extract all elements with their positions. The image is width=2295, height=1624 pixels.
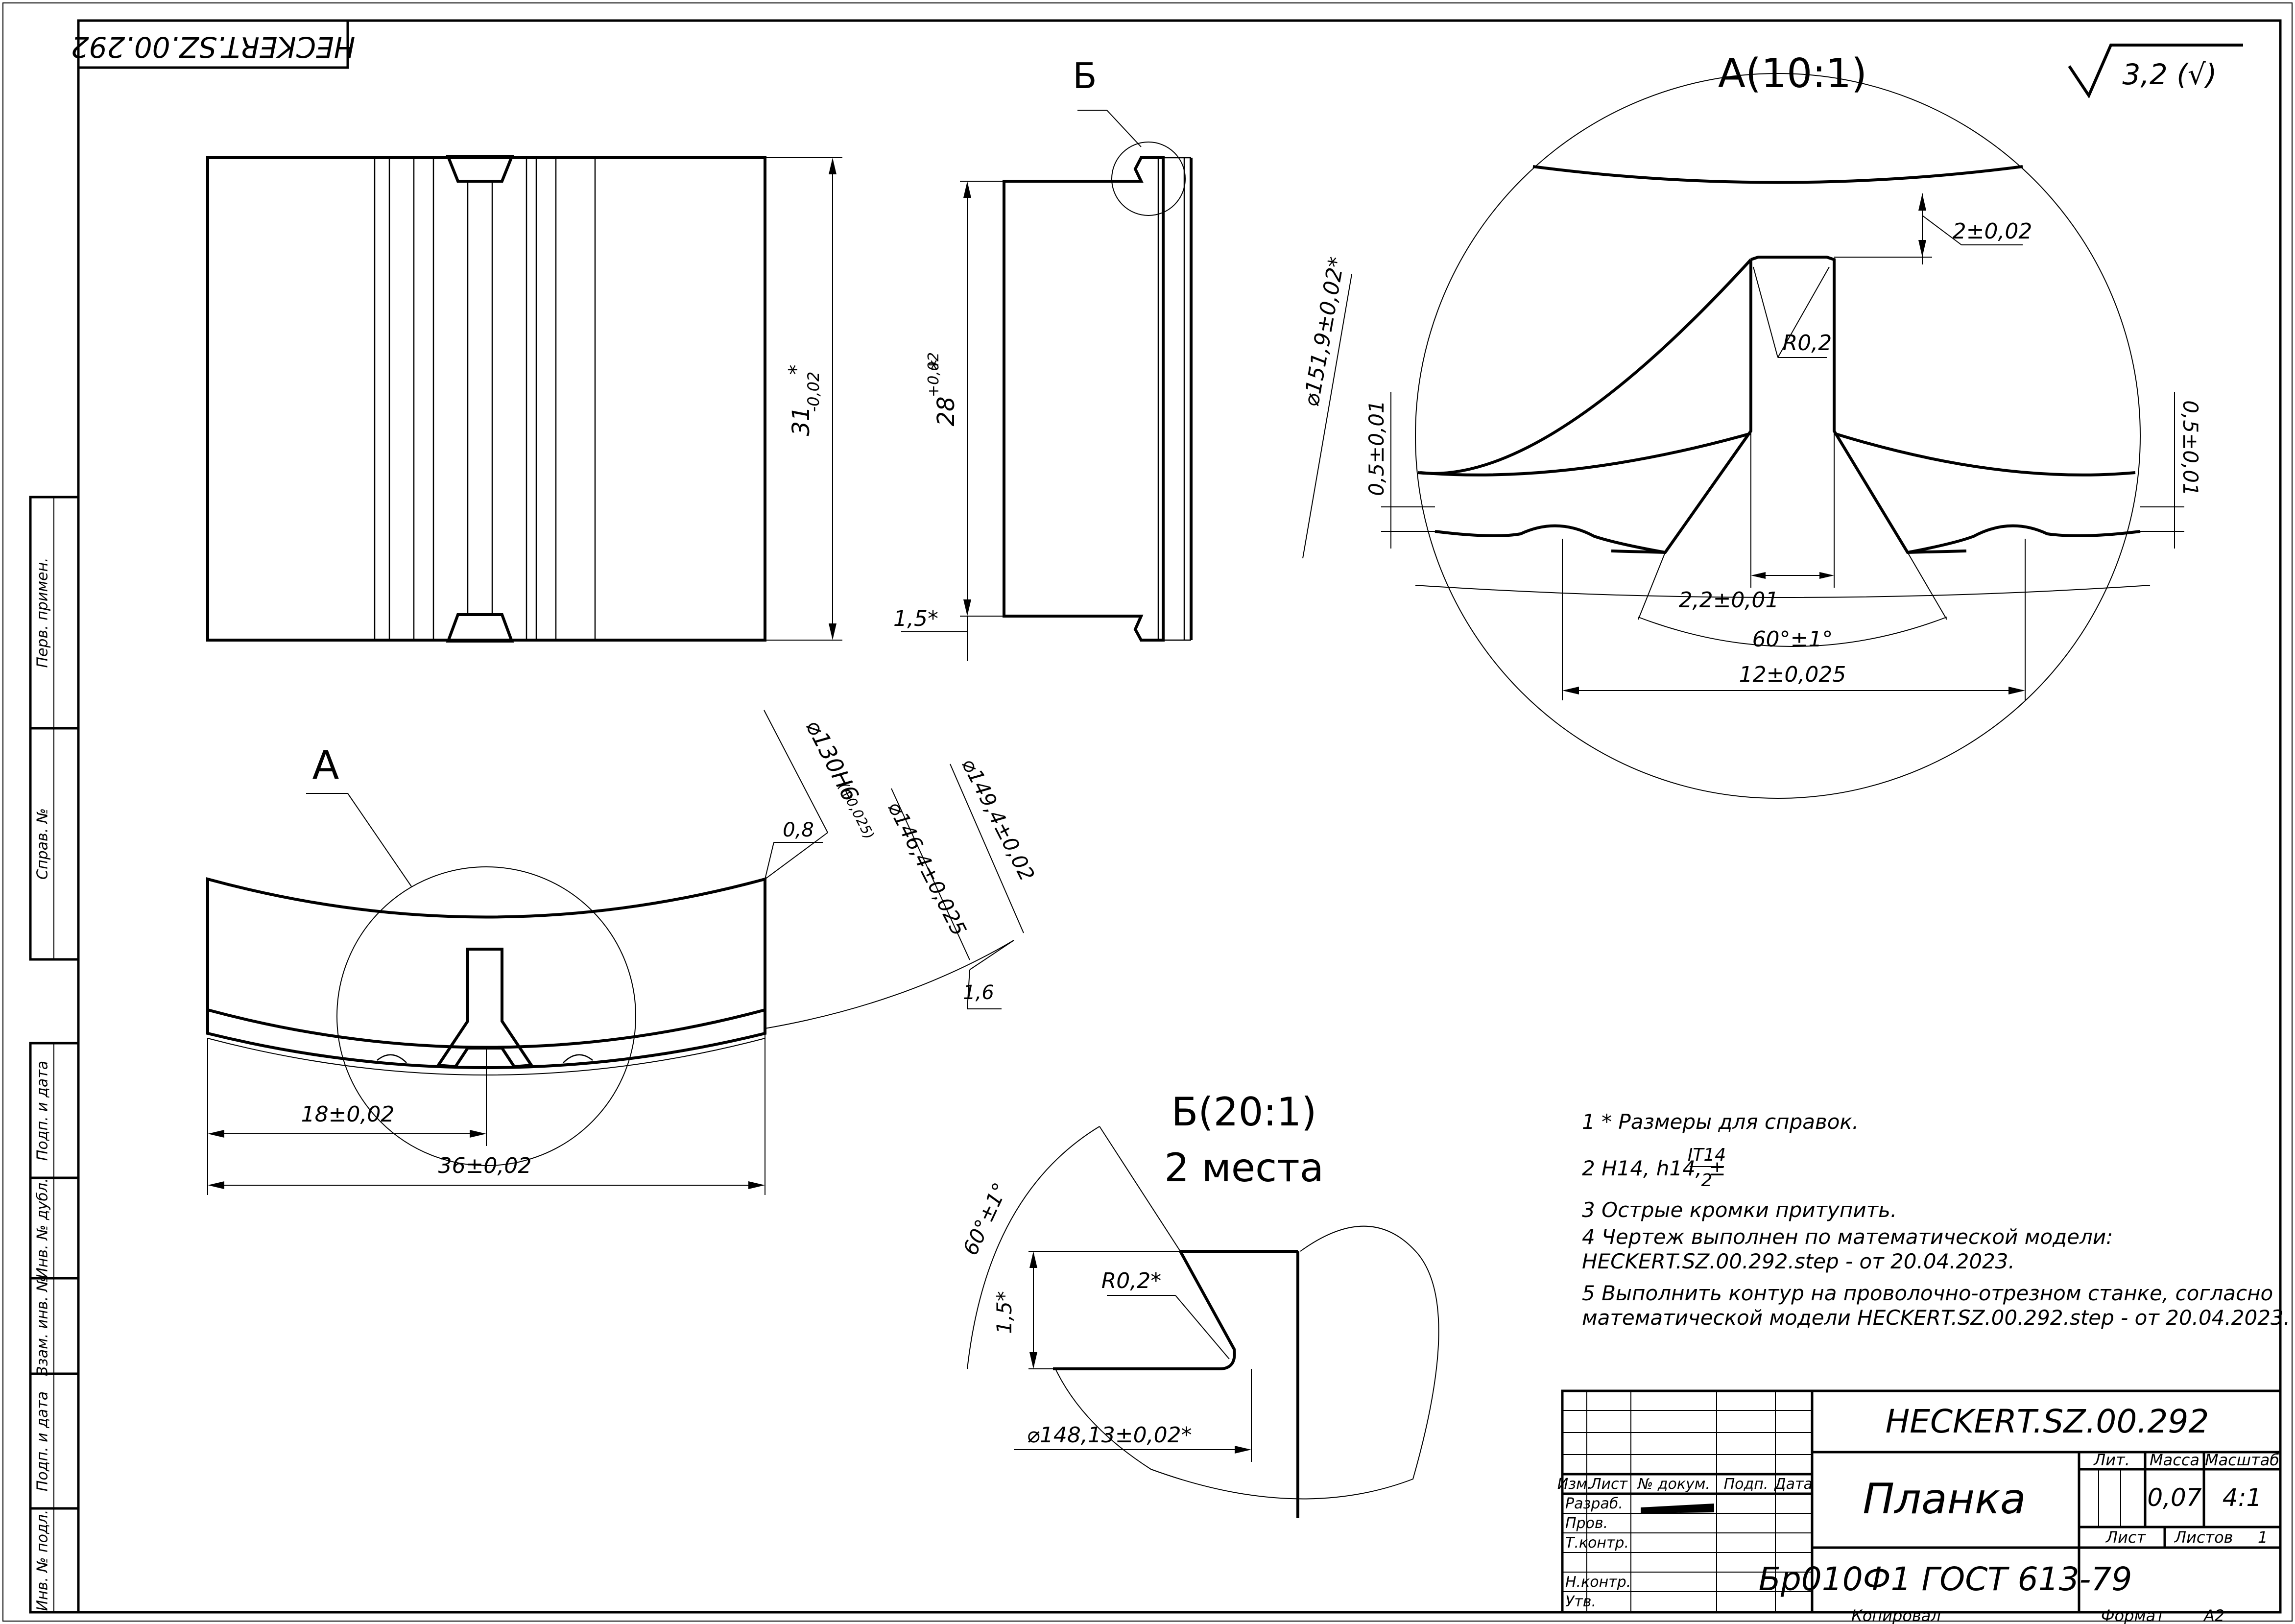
tb-role-checker: Пров. — [1565, 1515, 1608, 1532]
dim-a-05-left: 0,5±0,01 — [1364, 400, 1388, 496]
dim-a-2: 2±0,02 — [1953, 219, 2032, 244]
dim-side-height: 28 — [932, 396, 960, 426]
tb-sheet-label: Лист — [2105, 1528, 2146, 1547]
dim-thick-08: 0,8 — [783, 819, 814, 841]
view-label-a: А — [312, 742, 339, 788]
side-label-sign-date-2: Подп. и дата — [34, 1391, 51, 1491]
tb-sheets-total: 1 — [2258, 1528, 2268, 1547]
dim-b-d148: ⌀148,13±0,02* — [1027, 1423, 1192, 1448]
dim-front-height-star: * — [784, 365, 808, 375]
dim-a-22: 2,2±0,01 — [1679, 588, 1779, 613]
tb-lit-header: Лит. — [2093, 1451, 2130, 1469]
dim-width-18: 18±0,02 — [301, 1102, 395, 1127]
dim-d-outer: ⌀149,4±0,02 — [957, 754, 1039, 885]
note-1: 1 * Размеры для справок. — [1582, 1110, 1859, 1134]
detail-b-title: Б(20:1) — [1171, 1089, 1317, 1135]
technical-notes: 1 * Размеры для справок. 2 H14, h14, ± I… — [1582, 1110, 2290, 1330]
detail-b-places: 2 места — [1164, 1145, 1324, 1191]
tb-role-developer: Разраб. — [1565, 1495, 1623, 1512]
tb-header-sheet: Лист — [1590, 1476, 1628, 1493]
tb-mass-header: Масса — [2150, 1451, 2199, 1469]
dim-side-height-star: * — [925, 360, 949, 370]
side-label-orig-inv: Инв. № подл. — [34, 1510, 51, 1611]
view-label-b: Б — [1073, 55, 1097, 96]
dim-a-12: 12±0,025 — [1739, 662, 1846, 687]
title-block: Изм. Лист № докум. Подп. Дата Разраб. Пр… — [1557, 1389, 2282, 1614]
copied-by-label: Копировал — [1851, 1606, 1941, 1624]
dim-thick-16: 1,6 — [963, 981, 994, 1004]
tb-header-change: Изм. — [1557, 1476, 1592, 1493]
dim-a-60: 60°±1° — [1752, 627, 1833, 652]
dim-a-r02: R0,2 — [1783, 331, 1832, 356]
side-view: Б 28 +0,02 * 1,5* — [893, 55, 1193, 661]
detail-b-callout-circle — [1111, 142, 1186, 216]
note-4-cont: HECKERT.SZ.00.292.step - от 20.04.2023. — [1582, 1249, 2015, 1273]
tb-code: HECKERT.SZ.00.292 — [1886, 1403, 2209, 1440]
detail-a-view: А(10:1) 2±0,02 R0,2 ⌀151,9±0,02* 0,5±0,0… — [1299, 50, 2202, 799]
format-value: А2 — [2203, 1606, 2224, 1624]
note-3: 3 Острые кромки притупить. — [1582, 1198, 1897, 1222]
dim-b-15: 1,5* — [992, 1291, 1016, 1334]
note-2: 2 H14, h14, ± — [1582, 1156, 1726, 1180]
side-label-ref-no: Справ. № — [34, 808, 51, 880]
roughness-symbol: 3,2 (√) — [2068, 44, 2243, 99]
tb-header-date: Дата — [1773, 1476, 1813, 1493]
detail-b-view: Б(20:1) 2 места 60°±1° 1,5* R0,2* ⌀148,1… — [958, 1089, 1439, 1518]
dim-front-height: 31 — [788, 406, 815, 436]
note-2-fraction-den: 2 — [1701, 1170, 1713, 1191]
mirrored-code-text: HECKERT.SZ.00.292 — [71, 30, 356, 64]
dim-width-36: 36±0,02 — [438, 1153, 532, 1178]
tb-header-docno: № докум. — [1637, 1476, 1710, 1493]
side-label-repl-inv: Взам. инв. № — [34, 1276, 51, 1376]
note-5: 5 Выполнить контур на проволочно-отрезно… — [1582, 1281, 2273, 1305]
tb-role-norm-control: Н.контр. — [1565, 1574, 1631, 1591]
format-label: Формат — [2101, 1606, 2165, 1624]
tb-mass: 0,07 — [2147, 1483, 2202, 1512]
tb-material: Бр010Ф1 ГОСТ 613-79 — [1759, 1560, 2132, 1598]
tb-scale: 4:1 — [2223, 1483, 2262, 1512]
tb-part-title: Планка — [1863, 1475, 2026, 1524]
mirrored-code-stamp: HECKERT.SZ.00.292 — [71, 19, 356, 69]
dim-front-height-tol: -0,02 — [804, 372, 823, 412]
tb-role-tech-control: Т.контр. — [1565, 1534, 1629, 1552]
developer-signature — [1641, 1504, 1714, 1513]
tb-role-approved: Утв. — [1565, 1593, 1596, 1610]
dim-d-mid: ⌀146,4±0,025 — [883, 797, 971, 939]
detail-a-title: А(10:1) — [1718, 50, 1867, 97]
tb-header-sign: Подп. — [1724, 1476, 1769, 1493]
tb-sheets-label: Листов — [2174, 1528, 2233, 1547]
section-view: А 18±0,02 36±0,02 0,8 ⌀130H6 (+0,025) ⌀1… — [206, 710, 1039, 1195]
dim-b-60: 60°±1° — [958, 1179, 1012, 1259]
front-view: 31 -0,02 * — [206, 155, 842, 643]
left-stamp-column: Перв. примен. Справ. № Подп. и дата Инв.… — [29, 496, 80, 1614]
dim-a-05-right: 0,5±0,01 — [2178, 400, 2202, 496]
side-label-dup-inv: Инв. № дубл. — [34, 1178, 51, 1278]
dim-side-height-tol: +0,02 — [925, 352, 942, 397]
dim-side-thick: 1,5* — [893, 606, 938, 631]
tb-scale-header: Масштаб — [2205, 1451, 2279, 1469]
dim-b-r02: R0,2* — [1101, 1268, 1162, 1293]
side-label-sign-date-1: Подп. и дата — [34, 1061, 51, 1161]
note-4: 4 Чертеж выполнен по математической моде… — [1582, 1225, 2113, 1249]
note-5-cont: математической модели HECKERT.SZ.00.292.… — [1582, 1306, 2290, 1330]
note-2-fraction-num: IT14 — [1688, 1145, 1726, 1165]
drawing-frame — [77, 19, 2282, 1614]
roughness-value: 3,2 (√) — [2123, 58, 2217, 91]
detail-a-callout-circle — [336, 866, 636, 1166]
side-label-first-use: Перв. примен. — [34, 557, 51, 668]
